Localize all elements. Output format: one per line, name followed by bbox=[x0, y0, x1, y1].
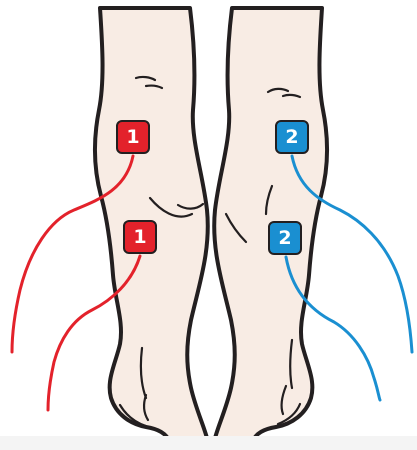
pad-label: 1 bbox=[126, 128, 139, 147]
electrode-pad-channel-2-lower: 2 bbox=[268, 221, 302, 255]
pad-label: 1 bbox=[133, 228, 146, 247]
electrode-pad-channel-2-upper: 2 bbox=[275, 120, 309, 154]
electrode-pad-channel-1-lower: 1 bbox=[123, 220, 157, 254]
cables bbox=[12, 156, 412, 410]
electrode-pad-channel-1-upper: 1 bbox=[116, 120, 150, 154]
pad-label: 2 bbox=[278, 229, 291, 248]
pad-label: 2 bbox=[285, 128, 298, 147]
bottom-border bbox=[0, 436, 417, 450]
